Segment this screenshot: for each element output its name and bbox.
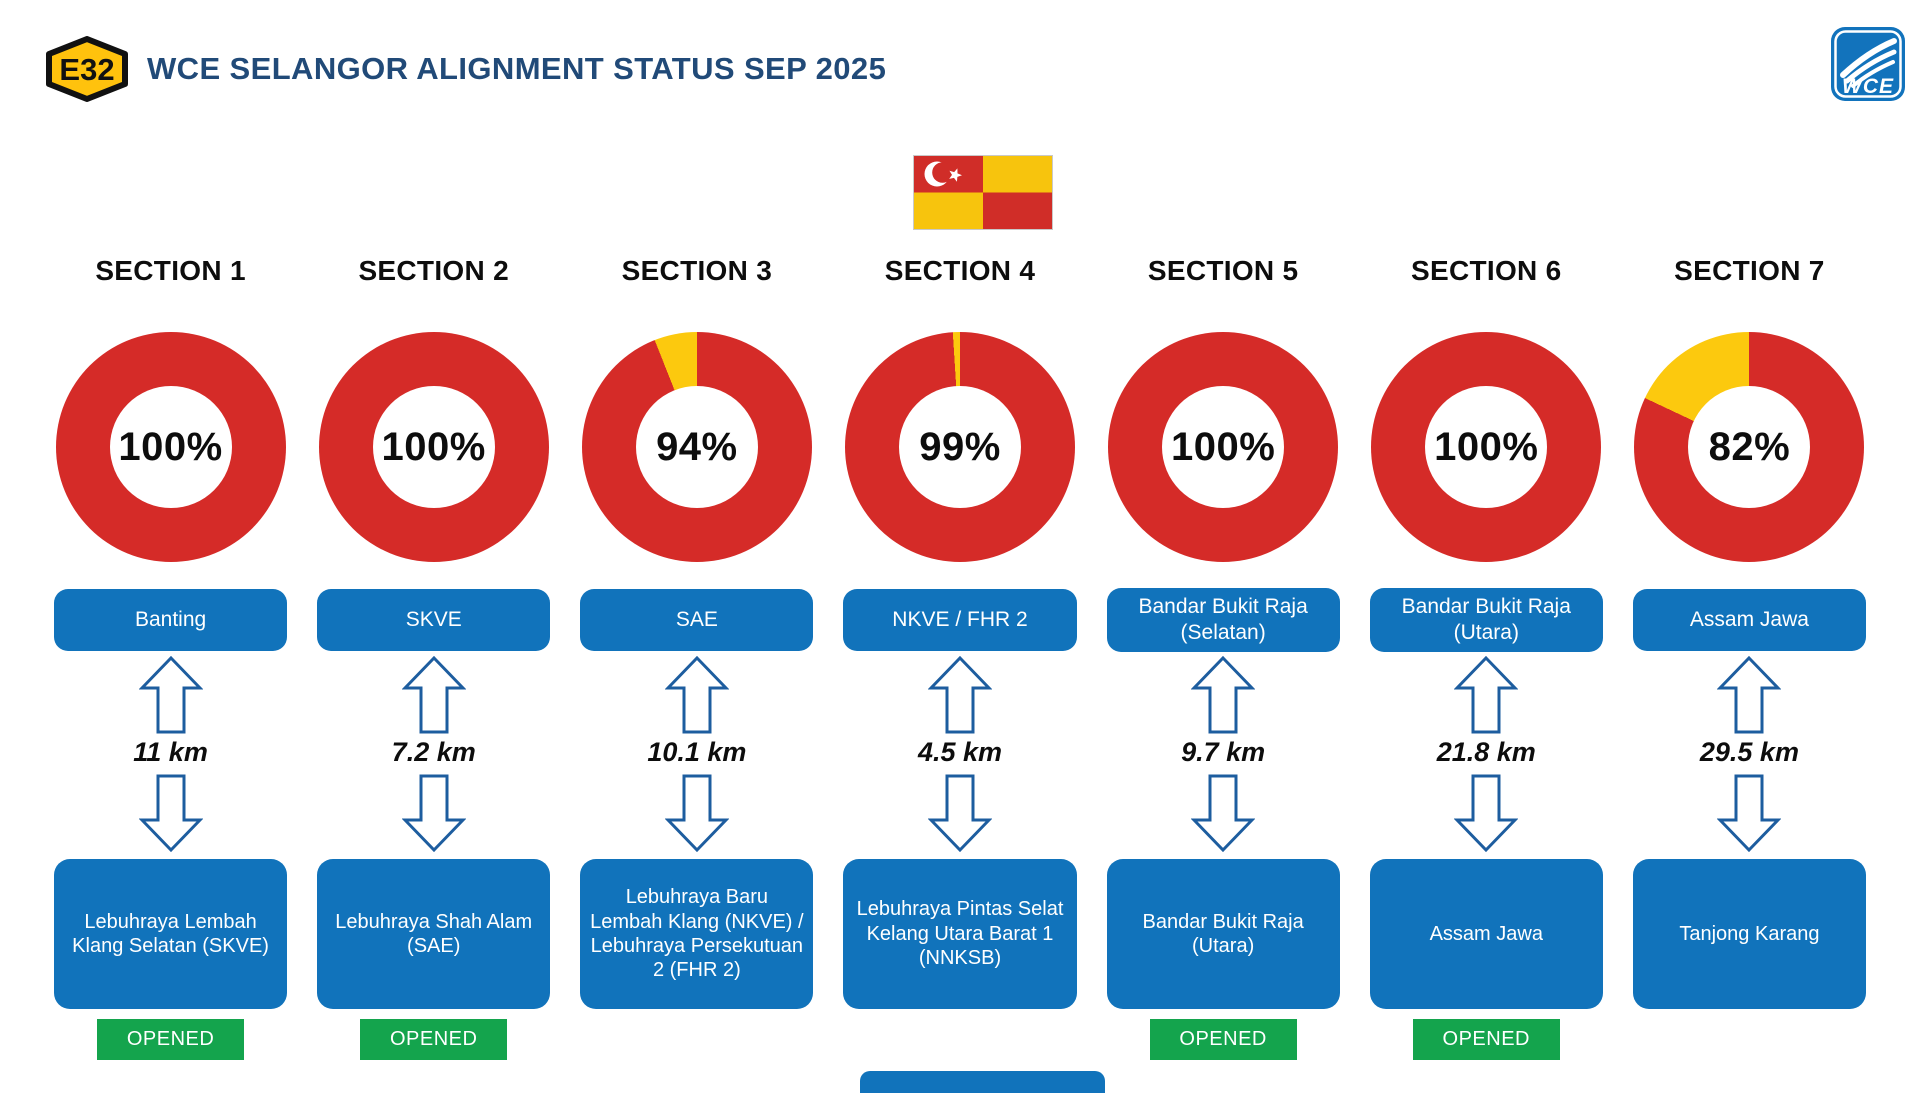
donut-hole: 100%: [109, 386, 232, 508]
progress-donut-chart: 94%: [581, 332, 812, 562]
route-code-label: E32: [59, 52, 114, 87]
arrow-up-icon: [1454, 656, 1519, 734]
arrow-down-icon: [1454, 774, 1519, 852]
opened-status-badge: OPENED: [1412, 1019, 1560, 1060]
donut-hole: 100%: [1425, 386, 1548, 508]
section-column: SECTION 6 100% Bandar Bukit Raja (Utara)…: [1361, 252, 1612, 1060]
section-title: SECTION 4: [884, 255, 1036, 286]
progress-percent-label: 99%: [919, 424, 1001, 469]
section-title: SECTION 7: [1674, 255, 1825, 286]
donut-hole: 100%: [1162, 386, 1285, 508]
opened-status-badge: OPENED: [97, 1019, 245, 1060]
from-location-box: Bandar Bukit Raja (Utara): [1369, 588, 1603, 652]
opened-status-badge: OPENED: [360, 1019, 508, 1060]
to-location-label: Lebuhraya Lembah Klang Selatan (SKVE): [72, 910, 269, 957]
donut-hole: 94%: [635, 386, 758, 508]
to-location-label: Lebuhraya Shah Alam (SAE): [335, 910, 533, 957]
progress-donut-chart: 99%: [844, 332, 1075, 562]
from-location-box: SKVE: [317, 589, 551, 651]
progress-percent-label: 100%: [118, 424, 223, 469]
from-location-box: SAE: [580, 589, 814, 651]
arrow-down-icon: [1191, 774, 1256, 852]
from-location-label: SAE: [675, 608, 718, 632]
distance-label: 4.5 km: [917, 736, 1003, 767]
donut-hole: 100%: [372, 386, 495, 508]
from-location-box: Bandar Bukit Raja (Selatan): [1106, 588, 1340, 652]
selangor-flag-icon: [913, 155, 1053, 235]
progress-percent-label: 100%: [1434, 424, 1539, 469]
distance-label: 11 km: [133, 736, 208, 767]
from-location-label: Bandar Bukit Raja (Utara): [1401, 595, 1571, 644]
distance-label: 29.5 km: [1699, 736, 1799, 767]
to-location-box: Tanjong Karang: [1632, 859, 1866, 1009]
distance-label: 9.7 km: [1181, 736, 1266, 767]
distance-label: 7.2 km: [391, 736, 476, 767]
to-location-label: Bandar Bukit Raja (Utara): [1142, 910, 1304, 957]
progress-donut-chart: 100%: [1108, 332, 1339, 562]
arrow-up-icon: [138, 656, 203, 734]
arrow-down-icon: [1717, 774, 1782, 852]
to-location-box: Lebuhraya Pintas Selat Kelang Utara Bara…: [843, 859, 1077, 1009]
distance-label: 21.8 km: [1436, 736, 1536, 767]
section-column: SECTION 7 82% Assam Jawa 29.5 km: [1624, 252, 1875, 1060]
arrow-up-icon: [401, 656, 466, 734]
progress-donut-chart: 82%: [1634, 332, 1865, 562]
from-location-box: NKVE / FHR 2: [843, 589, 1077, 651]
donut-hole: 99%: [898, 386, 1021, 508]
progress-percent-label: 82%: [1708, 424, 1791, 469]
from-location-label: Bandar Bukit Raja (Selatan): [1138, 595, 1308, 644]
from-location-label: NKVE / FHR 2: [892, 608, 1028, 632]
donut-hole: 82%: [1688, 386, 1811, 508]
section-title: SECTION 3: [621, 255, 773, 286]
logo-label: WCE: [1842, 75, 1894, 98]
section-column: SECTION 3 94% SAE 10.1 km: [571, 252, 822, 1060]
arrow-up-icon: [1717, 656, 1782, 734]
from-location-label: SKVE: [405, 608, 462, 632]
to-location-box: Assam Jawa: [1369, 859, 1603, 1009]
arrow-up-icon: [1191, 656, 1256, 734]
e32-route-badge-icon: E32: [46, 36, 128, 102]
arrow-down-icon: [927, 774, 992, 852]
progress-donut-chart: 100%: [55, 332, 286, 562]
section-column: SECTION 1 100% Banting 11 km: [45, 252, 296, 1060]
section-column: SECTION 2 100% SKVE 7.2 km: [308, 252, 559, 1060]
arrow-down-icon: [664, 774, 729, 852]
to-location-box: Bandar Bukit Raja (Utara): [1106, 859, 1340, 1009]
section-column: SECTION 4 99% NKVE / FHR 2 4.5 km: [834, 252, 1085, 1060]
wce-logo-icon: WCE: [1830, 26, 1906, 107]
progress-percent-label: 100%: [1170, 424, 1276, 469]
from-location-box: Banting: [54, 589, 288, 651]
header: E32 WCE SELANGOR ALIGNMENT STATUS SEP 20…: [45, 36, 886, 102]
from-location-label: Banting: [134, 608, 207, 632]
arrow-up-icon: [664, 656, 729, 734]
from-location-box: Assam Jawa: [1632, 589, 1866, 651]
arrow-up-icon: [927, 656, 992, 734]
to-location-label: Assam Jawa: [1429, 922, 1543, 945]
section-title: SECTION 2: [358, 255, 509, 286]
progress-percent-label: 100%: [381, 424, 486, 469]
from-location-label: Assam Jawa: [1689, 608, 1809, 632]
to-location-box: Lebuhraya Baru Lembah Klang (NKVE) / Leb…: [580, 859, 814, 1009]
to-location-box: Lebuhraya Lembah Klang Selatan (SKVE): [54, 859, 288, 1009]
progress-donut-chart: 100%: [1371, 332, 1602, 562]
arrow-down-icon: [401, 774, 466, 852]
opened-status-badge: OPENED: [1149, 1019, 1297, 1060]
section-title: SECTION 1: [95, 255, 246, 286]
to-location-label: Lebuhraya Pintas Selat Kelang Utara Bara…: [856, 898, 1064, 970]
section-title: SECTION 6: [1411, 255, 1562, 286]
arrow-down-icon: [138, 774, 203, 852]
clipped-bottom-box: [860, 1071, 1105, 1093]
sections-grid: SECTION 1 100% Banting 11 km: [45, 252, 1875, 1060]
progress-donut-chart: 100%: [318, 332, 549, 562]
progress-percent-label: 94%: [656, 424, 738, 469]
to-location-label: Lebuhraya Baru Lembah Klang (NKVE) / Leb…: [590, 886, 804, 982]
to-location-box: Lebuhraya Shah Alam (SAE): [317, 859, 551, 1009]
page-title: WCE SELANGOR ALIGNMENT STATUS SEP 2025: [147, 51, 887, 86]
distance-label: 10.1 km: [647, 736, 747, 767]
section-column: SECTION 5 100% Bandar Bukit Raja (Selata…: [1098, 252, 1349, 1060]
section-title: SECTION 5: [1147, 255, 1299, 286]
to-location-label: Tanjong Karang: [1679, 922, 1820, 945]
